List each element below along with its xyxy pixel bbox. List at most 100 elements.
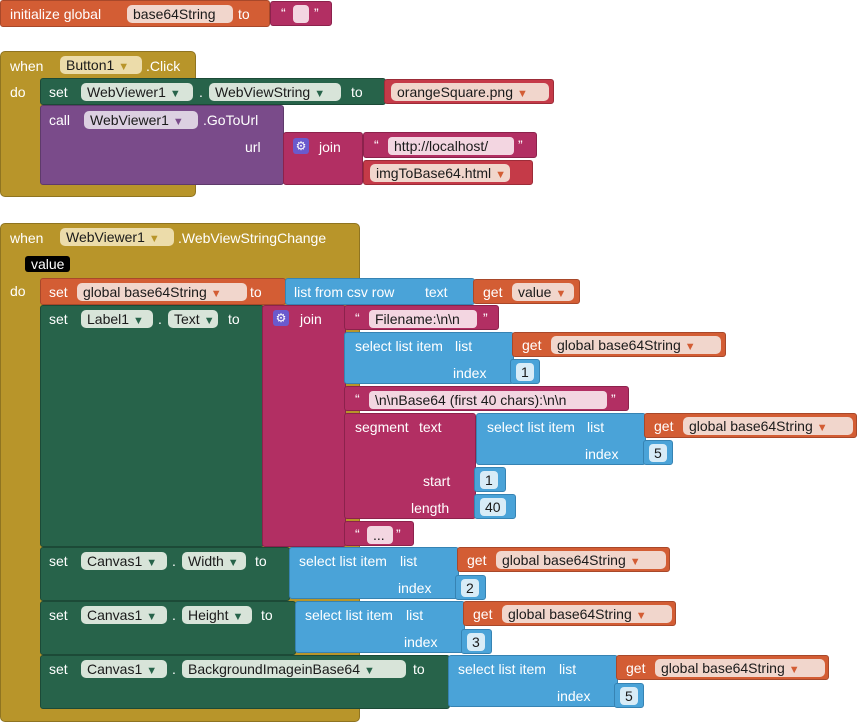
empty-text-block[interactable]: “ ”: [270, 1, 332, 26]
call-gotourl-block[interactable]: call WebViewer1▼ .GoToUrl url: [40, 105, 284, 185]
gear-icon[interactable]: ⚙: [273, 310, 289, 326]
set-canvas1-width-block[interactable]: set Canvas1▼ . Width▼ to: [40, 547, 290, 601]
start-number-field[interactable]: 1: [480, 471, 498, 489]
text-ellipsis-block[interactable]: “ ... ”: [344, 521, 414, 546]
text-filename-block[interactable]: “ Filename:\n\n ”: [344, 305, 499, 330]
orangesquare-file-dropdown[interactable]: orangeSquare.png▼: [391, 83, 549, 101]
text-localhost-block[interactable]: “ http://localhost/ ”: [363, 132, 537, 158]
set-canvas1-bgimage-block[interactable]: set Canvas1▼ . BackgroundImageinBase64▼ …: [40, 655, 450, 709]
join-label: join: [300, 311, 322, 327]
global-base64-dropdown[interactable]: global base64String▼: [502, 605, 672, 623]
empty-text-field[interactable]: [293, 5, 309, 23]
dot-label: .: [172, 553, 176, 569]
dropdown-arrow-icon: ▼: [148, 233, 160, 245]
select-list-item-block-5[interactable]: select list item list index: [476, 413, 646, 465]
to-label: to: [261, 607, 273, 623]
call-label: call: [49, 112, 71, 128]
canvas1-dropdown[interactable]: Canvas1▼: [81, 606, 167, 624]
gear-icon[interactable]: ⚙: [293, 138, 309, 154]
join-url-block[interactable]: ⚙ join: [283, 132, 363, 185]
global-var-name-field[interactable]: base64String: [127, 5, 233, 23]
index-number-field[interactable]: 1: [516, 363, 534, 381]
label1-dropdown[interactable]: Label1▼: [81, 310, 153, 328]
width-property-dropdown[interactable]: Width▼: [182, 552, 246, 570]
get-global-base64-block-1[interactable]: get global base64String▼: [512, 332, 726, 357]
ellipsis-text-field[interactable]: ...: [367, 526, 393, 544]
length-number-field[interactable]: 40: [480, 498, 506, 516]
set-webviewstring-block[interactable]: set WebViewer1▼ . WebViewString▼ to: [40, 78, 386, 105]
number-block-length[interactable]: 40: [474, 494, 516, 519]
start-label: start: [423, 473, 451, 489]
set-canvas1-height-block[interactable]: set Canvas1▼ . Height▼ to: [40, 601, 296, 655]
index-label: index: [404, 634, 438, 650]
text-orangesquare-block[interactable]: orangeSquare.png▼: [384, 79, 554, 104]
global-base64-dropdown[interactable]: global base64String▼: [496, 551, 666, 569]
get-label: get: [626, 660, 646, 676]
open-quote: “: [355, 391, 360, 407]
number-block-start[interactable]: 1: [474, 467, 506, 492]
canvas1-dropdown[interactable]: Canvas1▼: [81, 552, 167, 570]
canvas1-dropdown[interactable]: Canvas1▼: [81, 660, 167, 678]
select-list-item-block-4[interactable]: select list item list index: [448, 655, 618, 707]
global-base64-dropdown[interactable]: global base64String▼: [655, 659, 825, 677]
backgroundimage-property-dropdown[interactable]: BackgroundImageinBase64▼: [182, 660, 406, 678]
index-number-field[interactable]: 3: [467, 633, 485, 651]
value-parameter[interactable]: value: [25, 256, 71, 272]
select-list-item-block-1[interactable]: select list item list index: [344, 332, 514, 384]
select-list-item-label: select list item: [487, 419, 575, 435]
webviewstring-property-dropdown[interactable]: WebViewString▼: [209, 83, 341, 101]
select-list-item-block-3[interactable]: select list item list index: [295, 601, 465, 653]
set-label: set: [49, 84, 68, 100]
index-number-field[interactable]: 2: [461, 579, 479, 597]
localhost-text-field[interactable]: http://localhost/: [388, 137, 514, 155]
dot-label: .: [172, 661, 176, 677]
dropdown-arrow-icon: ▼: [314, 88, 326, 100]
csv-text-label: text: [425, 284, 448, 300]
index-number-field[interactable]: 5: [620, 687, 638, 705]
dot-label: .: [199, 84, 203, 100]
global-base64-dropdown[interactable]: global base64String▼: [77, 283, 247, 301]
get-global-base64-block-3[interactable]: get global base64String▼: [457, 547, 670, 572]
index-number-field[interactable]: 5: [649, 444, 667, 462]
text-imgtobase64-block[interactable]: imgToBase64.html▼: [363, 160, 533, 185]
get-global-base64-block-2[interactable]: get global base64String▼: [644, 413, 857, 438]
get-value-block[interactable]: get value▼: [473, 279, 580, 304]
get-global-base64-block-4[interactable]: get global base64String▼: [463, 601, 676, 626]
index-label: index: [557, 688, 591, 704]
filename-text-field[interactable]: Filename:\n\n: [369, 310, 477, 328]
select-list-item-label: select list item: [299, 553, 387, 569]
set-global-base64-block[interactable]: set global base64String▼ to: [40, 278, 286, 305]
value-dropdown[interactable]: value▼: [512, 283, 574, 301]
get-global-base64-block-5[interactable]: get global base64String▼: [616, 655, 829, 680]
webviewer1-call-dropdown[interactable]: WebViewer1▼: [84, 111, 198, 129]
list-from-csv-row-block[interactable]: list from csv row text: [285, 278, 475, 305]
set-label1-text-block[interactable]: set Label1▼ . Text▼ to: [40, 305, 264, 547]
global-base64-dropdown[interactable]: global base64String▼: [683, 417, 853, 435]
webviewer1-event-dropdown[interactable]: WebViewer1▼: [60, 228, 174, 246]
number-block-3[interactable]: 3: [461, 629, 492, 654]
number-block-5b[interactable]: 5: [614, 683, 644, 708]
base64-header-text-field[interactable]: \n\nBase64 (first 40 chars):\n\n: [369, 391, 607, 409]
segment-label: segment: [355, 419, 409, 435]
text-base64-header-block[interactable]: “ \n\nBase64 (first 40 chars):\n\n ”: [344, 386, 629, 411]
to-label: to: [228, 311, 240, 327]
webviewstringchange-label: .WebViewStringChange: [178, 230, 327, 246]
webviewer1-dropdown[interactable]: WebViewer1▼: [81, 83, 193, 101]
button1-dropdown[interactable]: Button1▼: [60, 56, 142, 74]
global-base64-dropdown[interactable]: global base64String▼: [551, 336, 721, 354]
dropdown-arrow-icon: ▼: [816, 422, 828, 434]
open-quote: “: [374, 137, 379, 153]
join-label-text-block[interactable]: ⚙ join: [262, 305, 346, 547]
text-property-dropdown[interactable]: Text▼: [168, 310, 218, 328]
dropdown-arrow-icon: ▼: [629, 556, 641, 568]
segment-block[interactable]: segment text start length: [344, 413, 476, 519]
list-label: list: [455, 338, 473, 354]
imgtobase64-file-dropdown[interactable]: imgToBase64.html▼: [370, 164, 510, 182]
height-property-dropdown[interactable]: Height▼: [182, 606, 252, 624]
close-quote: ”: [396, 526, 401, 542]
select-list-item-block-2[interactable]: select list item list index: [289, 547, 459, 599]
number-block-5a[interactable]: 5: [643, 440, 673, 465]
number-block-1[interactable]: 1: [510, 359, 540, 384]
initialize-global-block[interactable]: initialize global base64String to: [0, 0, 270, 27]
number-block-2[interactable]: 2: [455, 575, 486, 600]
